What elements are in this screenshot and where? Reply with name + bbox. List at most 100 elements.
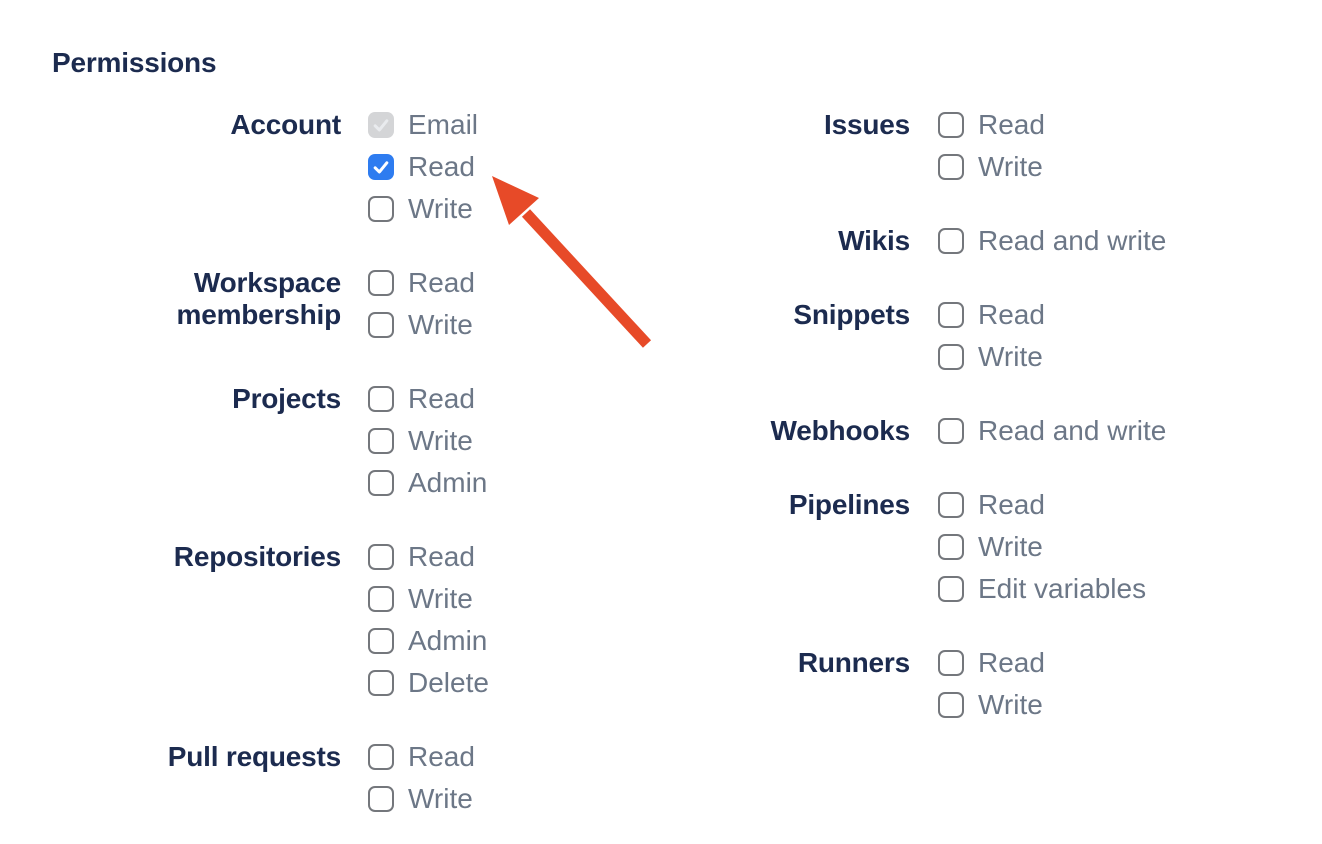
workspace-membership-write-checkbox[interactable] [368, 312, 394, 338]
account-read-label[interactable]: Read [408, 151, 475, 182]
group-label-webhooks: Webhooks [770, 415, 911, 446]
pull-requests-write-label[interactable]: Write [408, 783, 473, 814]
projects-read-label[interactable]: Read [408, 383, 475, 414]
issues-write-checkbox[interactable] [938, 154, 964, 180]
pipelines-edit-variables-option[interactable]: Edit variables [938, 573, 1147, 604]
group-label-pull-requests: Pull requests [167, 741, 341, 772]
account-email-option[interactable]: Email [368, 109, 479, 140]
group-label-pipelines: Pipelines [788, 489, 910, 520]
repositories-admin-label[interactable]: Admin [408, 625, 488, 656]
pipelines-write-checkbox[interactable] [938, 534, 964, 560]
repositories-read-label[interactable]: Read [408, 541, 475, 572]
wikis-read-and-write-option[interactable]: Read and write [938, 225, 1167, 256]
workspace-membership-read-checkbox[interactable] [368, 270, 394, 296]
pipelines-edit-variables-label[interactable]: Edit variables [978, 573, 1147, 604]
repositories-write-checkbox[interactable] [368, 586, 394, 612]
pull-requests-read-label[interactable]: Read [408, 741, 475, 772]
pull-requests-read-checkbox[interactable] [368, 744, 394, 770]
runners-write-option[interactable]: Write [938, 689, 1045, 720]
wikis-read-and-write-checkbox[interactable] [938, 228, 964, 254]
repositories-delete-checkbox[interactable] [368, 670, 394, 696]
snippets-write-checkbox[interactable] [938, 344, 964, 370]
snippets-write-option[interactable]: Write [938, 341, 1045, 372]
issues-read-checkbox[interactable] [938, 112, 964, 138]
runners-write-label[interactable]: Write [978, 689, 1043, 720]
group-label-snippets: Snippets [793, 299, 910, 330]
red-arrow-shaft [521, 209, 652, 348]
permissions-heading: Permissions [52, 47, 217, 78]
runners-read-option[interactable]: Read [938, 647, 1045, 678]
issues-read-option[interactable]: Read [938, 109, 1045, 140]
issues-write-option[interactable]: Write [938, 151, 1045, 182]
runners-read-label[interactable]: Read [978, 647, 1045, 678]
projects-admin-option[interactable]: Admin [368, 467, 488, 498]
repositories-write-option[interactable]: Write [368, 583, 489, 614]
account-read-option[interactable]: Read [368, 151, 478, 182]
repositories-read-checkbox[interactable] [368, 544, 394, 570]
repositories-delete-option[interactable]: Delete [368, 667, 489, 698]
repositories-write-label[interactable]: Write [408, 583, 473, 614]
projects-read-option[interactable]: Read [368, 383, 487, 414]
issues-read-label[interactable]: Read [978, 109, 1045, 140]
pipelines-write-option[interactable]: Write [938, 531, 1146, 562]
workspace-membership-write-option[interactable]: Write [368, 309, 475, 340]
account-read-checkbox[interactable] [368, 154, 394, 180]
pull-requests-read-option[interactable]: Read [368, 741, 475, 772]
projects-read-checkbox[interactable] [368, 386, 394, 412]
pipelines-read-label[interactable]: Read [978, 489, 1045, 520]
snippets-read-label[interactable]: Read [978, 299, 1045, 330]
projects-write-checkbox[interactable] [368, 428, 394, 454]
group-label-runners: Runners [797, 647, 910, 678]
account-email-label[interactable]: Email [408, 109, 479, 140]
snippets-write-label[interactable]: Write [978, 341, 1043, 372]
account-write-checkbox[interactable] [368, 196, 394, 222]
repositories-admin-checkbox[interactable] [368, 628, 394, 654]
group-options-webhooks: Read and write [938, 415, 1167, 460]
webhooks-read-and-write-option[interactable]: Read and write [938, 415, 1167, 446]
group-label-issues: Issues [824, 109, 910, 140]
webhooks-read-and-write-checkbox[interactable] [938, 418, 964, 444]
projects-write-label[interactable]: Write [408, 425, 473, 456]
workspace-membership-read-option[interactable]: Read [368, 267, 475, 298]
red-arrow-head [492, 176, 539, 225]
pipelines-read-option[interactable]: Read [938, 489, 1146, 520]
pull-requests-write-checkbox[interactable] [368, 786, 394, 812]
runners-read-checkbox[interactable] [938, 650, 964, 676]
repositories-delete-label[interactable]: Delete [408, 667, 489, 698]
projects-admin-checkbox[interactable] [368, 470, 394, 496]
runners-write-checkbox[interactable] [938, 692, 964, 718]
pipelines-write-label[interactable]: Write [978, 531, 1043, 562]
issues-write-label[interactable]: Write [978, 151, 1043, 182]
projects-write-option[interactable]: Write [368, 425, 487, 456]
workspace-membership-write-label[interactable]: Write [408, 309, 473, 340]
repositories-read-option[interactable]: Read [368, 541, 489, 572]
webhooks-read-and-write-label[interactable]: Read and write [978, 415, 1167, 446]
account-write-option[interactable]: Write [368, 193, 478, 224]
group-label-repositories: Repositories [173, 541, 341, 572]
wikis-read-and-write-label[interactable]: Read and write [978, 225, 1167, 256]
check-icon [373, 161, 389, 174]
account-write-label[interactable]: Write [408, 193, 473, 224]
snippets-read-checkbox[interactable] [938, 302, 964, 328]
workspace-membership-read-label[interactable]: Read [408, 267, 475, 298]
repositories-admin-option[interactable]: Admin [368, 625, 489, 656]
pull-requests-write-option[interactable]: Write [368, 783, 475, 814]
snippets-read-option[interactable]: Read [938, 299, 1045, 330]
pipelines-read-checkbox[interactable] [938, 492, 964, 518]
projects-admin-label[interactable]: Admin [408, 467, 488, 498]
pipelines-edit-variables-checkbox[interactable] [938, 576, 964, 602]
